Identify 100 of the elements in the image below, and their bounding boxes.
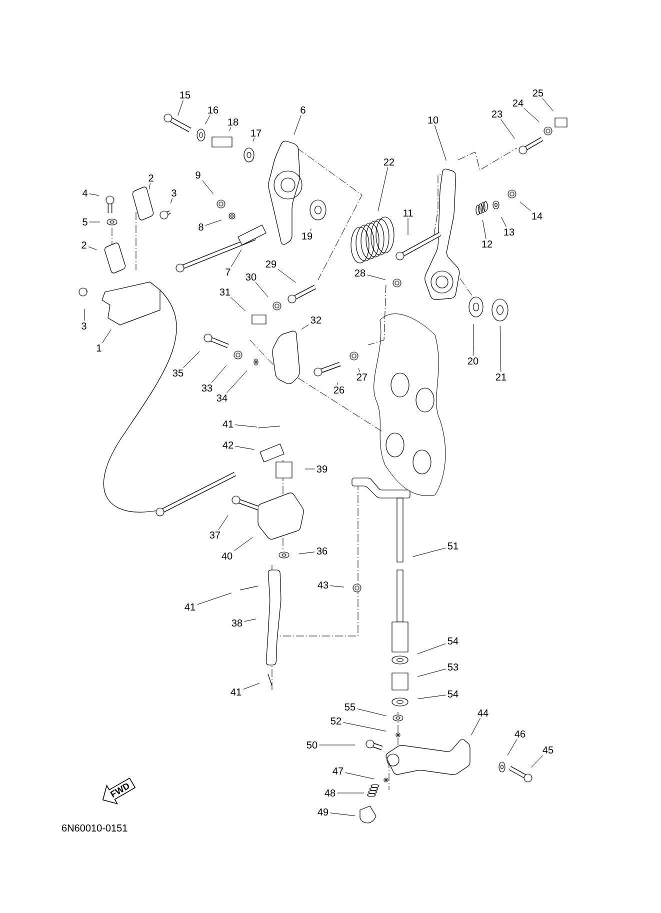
callout-number: 18 <box>228 118 238 126</box>
callout-number: 22 <box>384 158 394 166</box>
callout-number: 13 <box>504 228 514 236</box>
leader-line <box>345 772 374 780</box>
callout-number: 52 <box>330 717 342 725</box>
leader-line <box>294 115 302 135</box>
callout-number: 23 <box>492 110 502 118</box>
callout-number: 40 <box>222 552 232 560</box>
callout-number: 41 <box>222 420 234 428</box>
callout-number: 41 <box>230 688 242 696</box>
callout-number: 38 <box>232 619 242 627</box>
leader-line <box>434 125 446 161</box>
leader-line <box>102 329 112 344</box>
callout-number: 34 <box>216 394 228 402</box>
leader-line <box>149 182 150 190</box>
callout-number: 35 <box>172 369 184 377</box>
leader-line <box>211 366 226 384</box>
leader-line <box>252 138 254 142</box>
leader-line <box>336 382 338 386</box>
callout-number: 46 <box>514 730 526 738</box>
leader-line <box>330 585 344 588</box>
leader-line <box>500 119 515 139</box>
leader-line <box>244 618 256 622</box>
callout-number: 54 <box>448 638 458 644</box>
callout-number: 24 <box>512 100 524 106</box>
callout-number: 37 <box>210 531 220 539</box>
callout-number: 42 <box>222 442 234 448</box>
leader-line <box>178 100 184 116</box>
callout-number: 29 <box>266 260 276 268</box>
callout-number: 15 <box>180 92 190 98</box>
leader-line <box>412 548 446 557</box>
callout-number: 21 <box>496 374 506 380</box>
callout-number: 28 <box>354 269 366 277</box>
leader-line <box>417 643 446 654</box>
leader-line <box>84 308 85 322</box>
callout-number: 36 <box>316 547 328 555</box>
leader-line <box>170 198 173 204</box>
leader-line <box>343 722 386 732</box>
callout-number: 6 <box>300 106 306 114</box>
callout-number: 1 <box>96 344 102 352</box>
leader-line <box>542 98 554 112</box>
leader-line <box>357 708 387 716</box>
leader-line <box>507 739 518 756</box>
callout-number: 55 <box>344 704 356 710</box>
leader-line <box>88 246 97 250</box>
callout-number: 50 <box>306 741 318 749</box>
callout-number: 8 <box>198 223 204 231</box>
leader-line <box>500 326 502 372</box>
leader-line <box>298 552 315 554</box>
leader-line <box>500 216 507 228</box>
callout-number: 27 <box>356 374 368 380</box>
callout-number: 32 <box>310 316 322 324</box>
callout-number: 16 <box>208 106 218 114</box>
callout-number: 45 <box>542 746 554 754</box>
callout-number: 19 <box>302 232 312 240</box>
leader-line <box>218 515 228 530</box>
leader-line <box>205 115 210 124</box>
callout-number: 39 <box>316 465 328 473</box>
leader-line <box>197 592 232 605</box>
leader-line <box>417 668 446 677</box>
callout-number: 31 <box>220 288 230 296</box>
callout-number: 48 <box>324 789 336 797</box>
leader-line <box>255 282 268 298</box>
callout-number: 44 <box>478 710 488 716</box>
callout-number: 25 <box>532 89 544 97</box>
callout-number: 30 <box>246 273 256 281</box>
leader-line <box>235 424 258 428</box>
leader-line <box>530 754 544 768</box>
callout-number: 54 <box>448 690 458 698</box>
callout-number: 43 <box>318 581 328 589</box>
callout-number: 17 <box>251 130 262 136</box>
leader-line <box>301 324 309 330</box>
callout-number: 5 <box>82 218 88 226</box>
callout-number: 41 <box>184 604 196 610</box>
leader-line <box>337 792 364 794</box>
leader-line <box>243 682 260 690</box>
callout-number: 3 <box>82 322 86 330</box>
leader-line <box>226 370 248 394</box>
leader-line <box>235 446 254 450</box>
callout-number: 3 <box>172 189 176 197</box>
leader-line <box>472 324 474 356</box>
callout-number: 2 <box>82 242 86 248</box>
leader-line <box>482 220 486 240</box>
callout-number: 33 <box>202 384 212 392</box>
leader-line <box>520 202 532 212</box>
callout-number: 4 <box>82 190 88 196</box>
leader-line <box>319 744 356 746</box>
callout-number: 49 <box>318 808 328 816</box>
drawing-code: 6N60010-0151 <box>62 824 128 832</box>
callout-number: 9 <box>196 171 200 179</box>
leader-line <box>205 220 222 226</box>
callout-number: 12 <box>482 240 492 248</box>
callout-number: 51 <box>448 542 458 550</box>
leader-line <box>230 297 246 312</box>
leader-line <box>278 269 296 283</box>
callout-number: 47 <box>332 768 344 774</box>
leader-line <box>310 228 312 232</box>
callout-number: 2 <box>148 174 154 182</box>
leader-line <box>234 537 253 552</box>
callout-number: 10 <box>428 116 438 124</box>
